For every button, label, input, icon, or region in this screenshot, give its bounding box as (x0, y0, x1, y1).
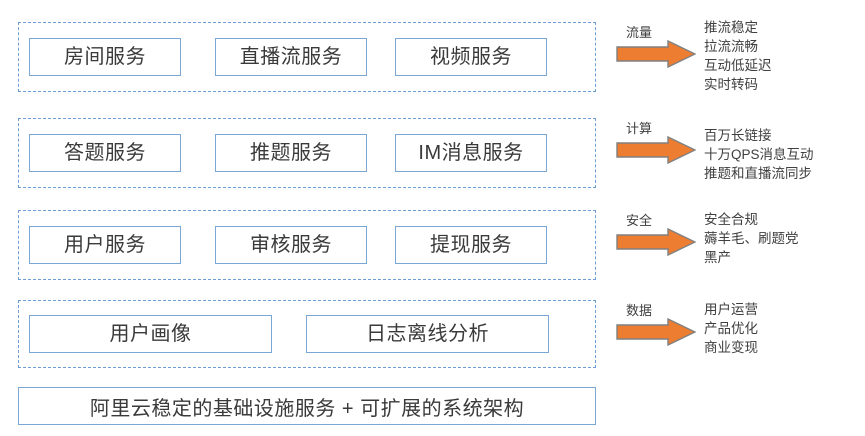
annotation-items-compute: 百万长链接 十万QPS消息互动 推题和直播流同步 (704, 126, 814, 183)
annotation-items-data: 用户运营 产品优化 商业变现 (704, 300, 758, 357)
service-box-log-offline-analysis[interactable]: 日志离线分析 (306, 315, 549, 353)
annotation-item: 商业变现 (704, 340, 758, 355)
service-box-user[interactable]: 用户服务 (29, 226, 181, 264)
layer-row-compute: 答题服务 推题服务 IM消息服务 (19, 134, 595, 172)
annotation-item: 推流稳定 (704, 20, 758, 35)
service-box-quiz[interactable]: 答题服务 (29, 134, 181, 172)
layer-band-compute: 答题服务 推题服务 IM消息服务 (18, 118, 596, 188)
service-box-audit[interactable]: 审核服务 (215, 226, 367, 264)
annotation-label-compute: 计算 (626, 121, 653, 136)
service-box-withdraw[interactable]: 提现服务 (395, 226, 547, 264)
annotation-item: 百万长链接 (704, 128, 772, 143)
right-arrow-icon (616, 39, 697, 69)
annotation-traffic: 流量 推流稳定 拉流流畅 互动低延迟 实时转码 (606, 20, 861, 114)
service-box-im-message[interactable]: IM消息服务 (395, 134, 547, 172)
annotation-item: 薅羊毛、刷题党 (704, 231, 799, 246)
annotation-item: 推题和直播流同步 (704, 166, 812, 181)
annotation-security: 安全 安全合规 薅羊毛、刷题党 黑产 (606, 210, 861, 302)
annotation-label-data: 数据 (626, 303, 653, 318)
annotation-item: 互动低延迟 (704, 58, 772, 73)
right-arrow-icon (616, 317, 697, 347)
layer-band-traffic: 房间服务 直播流服务 视频服务 (18, 22, 596, 92)
annotation-items-traffic: 推流稳定 拉流流畅 互动低延迟 实时转码 (704, 18, 772, 94)
layer-band-security: 用户服务 审核服务 提现服务 (18, 210, 596, 280)
service-box-user-profile[interactable]: 用户画像 (29, 315, 272, 353)
annotation-item: 产品优化 (704, 321, 758, 336)
annotation-label-traffic: 流量 (626, 25, 653, 40)
annotation-item: 拉流流畅 (704, 39, 758, 54)
layer-band-data: 用户画像 日志离线分析 (18, 300, 596, 368)
service-box-live-stream[interactable]: 直播流服务 (215, 38, 367, 76)
annotation-data: 数据 用户运营 产品优化 商业变现 (606, 300, 861, 392)
layer-row-traffic: 房间服务 直播流服务 视频服务 (19, 38, 595, 76)
annotation-compute: 计算 百万长链接 十万QPS消息互动 推题和直播流同步 (606, 118, 861, 210)
layer-row-security: 用户服务 审核服务 提现服务 (19, 226, 595, 264)
annotation-items-security: 安全合规 薅羊毛、刷题党 黑产 (704, 210, 799, 267)
layer-row-data: 用户画像 日志离线分析 (19, 315, 595, 353)
right-arrow-icon (616, 135, 697, 165)
service-box-room[interactable]: 房间服务 (29, 38, 181, 76)
foundation-bar[interactable]: 阿里云稳定的基础设施服务 + 可扩展的系统架构 (18, 387, 596, 425)
annotation-item: 安全合规 (704, 212, 758, 227)
annotation-item: 黑产 (704, 250, 731, 265)
annotation-item: 实时转码 (704, 77, 758, 92)
annotation-label-security: 安全 (626, 213, 653, 228)
service-box-question-push[interactable]: 推题服务 (215, 134, 367, 172)
service-box-video[interactable]: 视频服务 (395, 38, 547, 76)
right-arrow-icon (616, 227, 697, 257)
annotation-item: 十万QPS消息互动 (704, 147, 814, 162)
annotation-item: 用户运营 (704, 302, 758, 317)
